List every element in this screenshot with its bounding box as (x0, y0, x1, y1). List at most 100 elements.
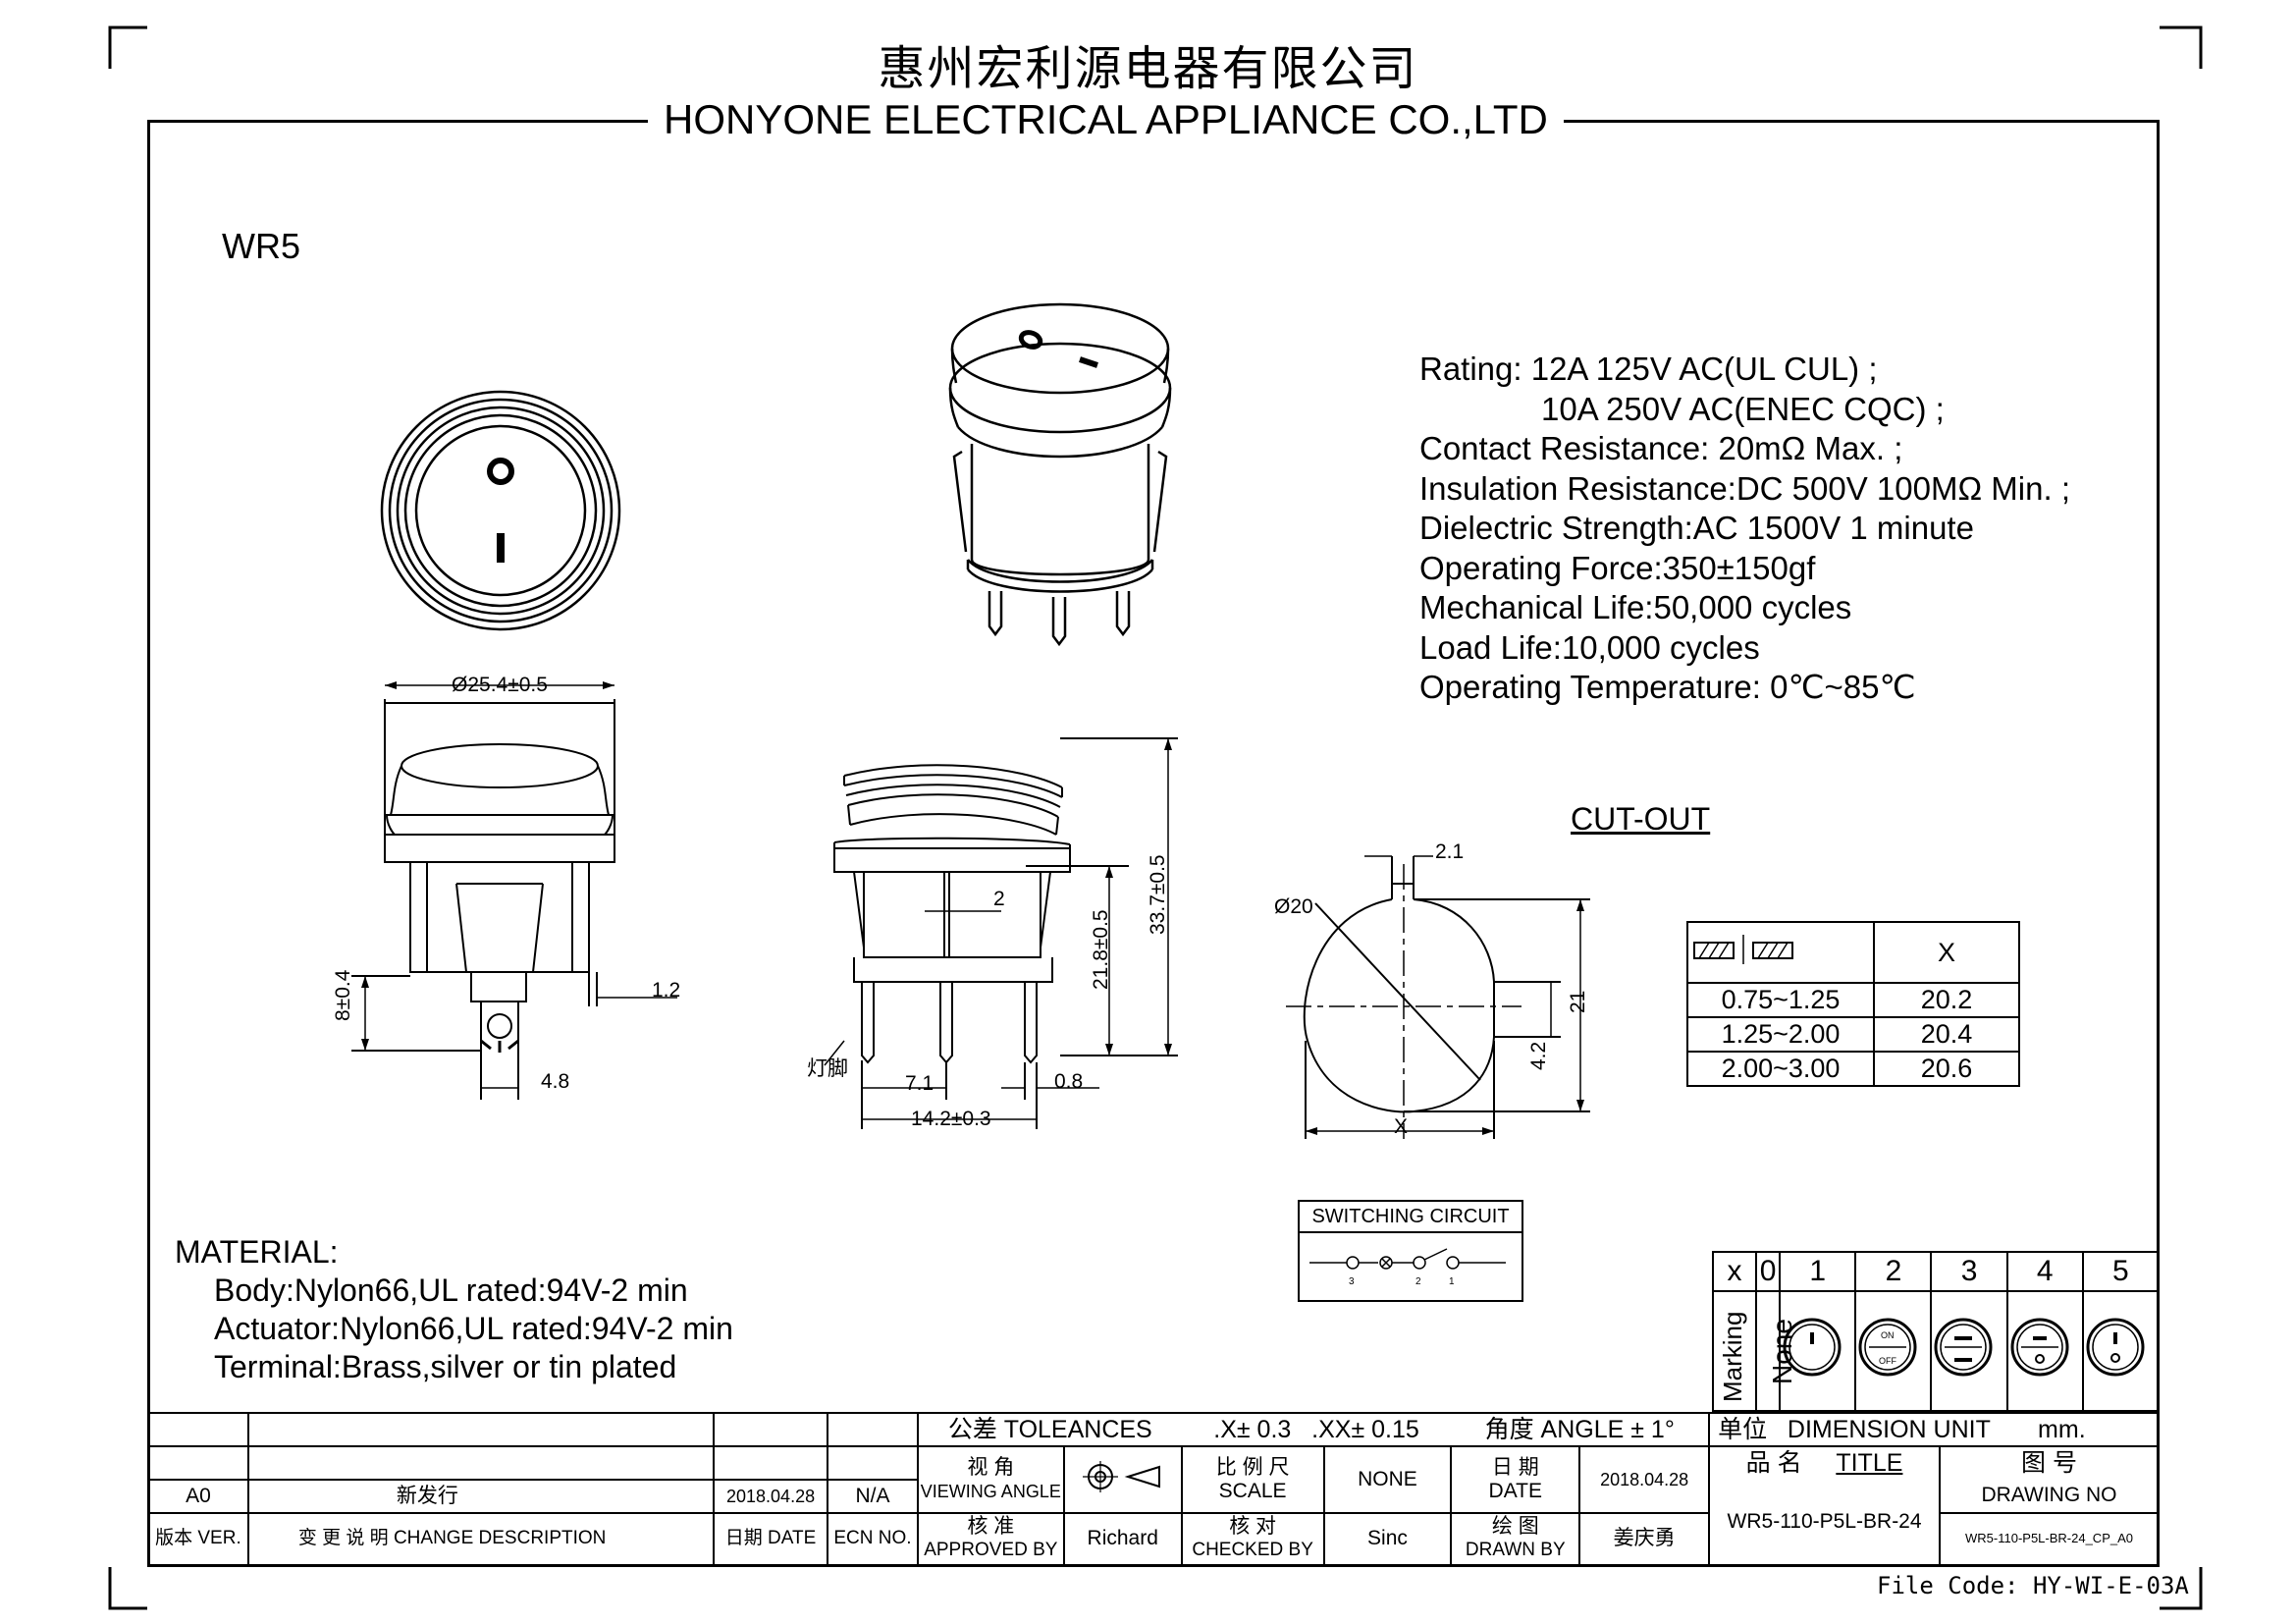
circuit-pin-1: 1 (1449, 1276, 1455, 1287)
title-value: WR5-110-P5L-BR-24 (1708, 1479, 1941, 1567)
dim-21: 21 (1567, 990, 1589, 1013)
switch-side-view (351, 681, 677, 1100)
spec-dielectric: Dielectric Strength:AC 1500V 1 minute (1419, 510, 1974, 546)
hdr-ver: 版本 VER. (147, 1511, 249, 1567)
marking-icon-3 (1930, 1290, 2008, 1412)
marking-table: x 0 1 2 3 4 5 Marking None ON OFF (1712, 1251, 2161, 1412)
switching-circuit-title: SWITCHING CIRCUIT (1300, 1202, 1522, 1233)
switch-top-view (380, 390, 621, 631)
hdr-ecn: ECN NO. (827, 1511, 919, 1567)
cutout-drawing (1286, 855, 1590, 1139)
marking-col-2: 2 (1854, 1251, 1933, 1292)
scale-en: SCALE (1218, 1479, 1287, 1502)
cutout-range: 1.25~2.00 (1686, 1016, 1875, 1053)
cutout-range: 0.75~1.25 (1686, 982, 1875, 1018)
crop-mark-bottom-right (2160, 1567, 2203, 1610)
spec-rating-2: 10A 250V AC(ENEC CQC) ; (1541, 390, 1945, 427)
viewing-angle-cn: 视 角 (967, 1455, 1015, 1479)
dim-height-8: 8±0.4 (332, 969, 354, 1021)
marking-icon-1 (1779, 1290, 1857, 1412)
circuit-diagram: 3 2 1 (1309, 1248, 1506, 1287)
scale-value: NONE (1322, 1444, 1453, 1514)
drawing-no-value: WR5-110-P5L-BR-24_CP_A0 (1939, 1511, 2160, 1567)
date-value: 2018.04.28 (1578, 1444, 1711, 1514)
tolerances-label: 公差 TOLEANCES (916, 1412, 1182, 1447)
dim-7-1: 7.1 (905, 1072, 934, 1095)
material-terminal: Terminal:Brass,silver or tin plated (214, 1349, 677, 1384)
marking-row-label-cell: Marking (1712, 1290, 1757, 1412)
drawn-value: 姜庆勇 (1578, 1511, 1711, 1567)
approved-value: Richard (1062, 1511, 1183, 1567)
spec-contact-resistance: Contact Resistance: 20mΩ Max. ; (1419, 430, 1903, 466)
model-label: WR5 (222, 226, 300, 266)
rev-date: 2018.04.28 (713, 1478, 829, 1514)
company-name-en: HONYONE ELECTRICAL APPLIANCE CO.,LTD (648, 96, 1564, 143)
dim-4-8: 4.8 (541, 1070, 570, 1093)
dim-1-2: 1.2 (652, 979, 681, 1001)
approved-en: APPROVED BY (924, 1540, 1058, 1561)
dim-diameter: Ø25.4±0.5 (452, 674, 548, 696)
marking-col-5: 5 (2081, 1251, 2161, 1292)
material-title: MATERIAL: (175, 1234, 339, 1270)
switch-3d-view (948, 302, 1172, 647)
dim-21-8: 21.8±0.5 (1090, 909, 1112, 990)
marking-col-0: 0 (1754, 1251, 1782, 1292)
title-label: 品 名 TITLE (1708, 1444, 1941, 1480)
crop-mark-top-left (108, 26, 147, 69)
marking-none: None (1767, 1319, 1797, 1384)
projection-symbol-icon (1062, 1444, 1183, 1514)
label-lamp-pin: 灯脚 (807, 1056, 848, 1080)
checked-cn: 核 对 (1229, 1515, 1277, 1539)
marking-col-1: 1 (1779, 1251, 1857, 1292)
marking-col-4: 4 (2005, 1251, 2084, 1292)
marking-icon-4 (2005, 1290, 2084, 1412)
viewing-angle-en: VIEWING ANGLE (920, 1481, 1061, 1501)
checked-en: CHECKED BY (1192, 1540, 1313, 1561)
angle-tolerance: 角度 ANGLE ± 1° (1451, 1412, 1711, 1447)
scale-cn: 比 例 尺 (1215, 1455, 1290, 1479)
marking-x-label: x (1712, 1251, 1757, 1292)
material-section: MATERIAL: Body:Nylon66,UL rated:94V-2 mi… (175, 1233, 733, 1386)
date-en: DATE (1488, 1479, 1542, 1502)
marking-row-label: Marking (1718, 1311, 1747, 1402)
marking-icon-2: ON OFF (1854, 1290, 1933, 1412)
rev-ecn: N/A (827, 1478, 919, 1514)
title-cn: 品 名 (1745, 1449, 1802, 1478)
dim-2-1: 2.1 (1435, 840, 1465, 863)
circuit-pin-3: 3 (1349, 1276, 1355, 1287)
dim-x: X (1394, 1115, 1409, 1138)
rev-description: 新发行 (246, 1478, 716, 1514)
circuit-pin-2: 2 (1415, 1276, 1421, 1287)
cutout-x-value: 20.2 (1873, 982, 2020, 1018)
cutout-x-value: 20.6 (1873, 1051, 2020, 1087)
marking-icon-5 (2081, 1290, 2161, 1412)
cutout-table-header: X (1873, 921, 2020, 984)
drawn-cn: 绘 图 (1491, 1515, 1539, 1539)
drawing-no-en: DRAWING NO (1939, 1479, 2160, 1514)
dim-2: 2 (993, 888, 1005, 910)
switching-circuit-box: SWITCHING CIRCUIT 3 2 1 (1298, 1200, 1523, 1302)
marking-on-text: ON (1881, 1330, 1895, 1340)
company-name-cn: 惠州宏利源电器有限公司 (878, 41, 1418, 96)
tol-xx: .XX± 0.15 (1311, 1415, 1419, 1443)
dim-4-2: 4.2 (1527, 1041, 1550, 1070)
drawn-en: DRAWN BY (1465, 1540, 1566, 1561)
switch-front-view (824, 737, 1178, 1129)
hdr-change: 变 更 说 明 CHANGE DESCRIPTION (246, 1511, 716, 1567)
spec-rating: Rating: 12A 125V AC(UL CUL) ; (1419, 351, 1878, 387)
dim-14-2: 14.2±0.3 (911, 1108, 991, 1130)
date-cn: 日 期 (1491, 1455, 1539, 1479)
marking-off-text: OFF (1879, 1356, 1896, 1366)
marking-col-3: 3 (1930, 1251, 2008, 1292)
hdr-date: 日期 DATE (713, 1511, 829, 1567)
material-body: Body:Nylon66,UL rated:94V-2 min (214, 1272, 688, 1308)
crop-mark-bottom-left (108, 1567, 147, 1610)
dim-33-7: 33.7±0.5 (1147, 854, 1169, 935)
spec-mechanical-life: Mechanical Life:50,000 cycles (1419, 589, 1852, 625)
tol-x: .X± 0.3 (1213, 1415, 1292, 1443)
spec-insulation: Insulation Resistance:DC 500V 100MΩ Min.… (1419, 469, 2070, 507)
cutout-title: CUT-OUT (1571, 801, 1711, 837)
dimension-unit: 单位 DIMENSION UNIT mm. (1708, 1412, 2160, 1447)
title-block: 公差 TOLEANCES .X± 0.3 .XX± 0.15 角度 ANGLE … (147, 1412, 2160, 1567)
